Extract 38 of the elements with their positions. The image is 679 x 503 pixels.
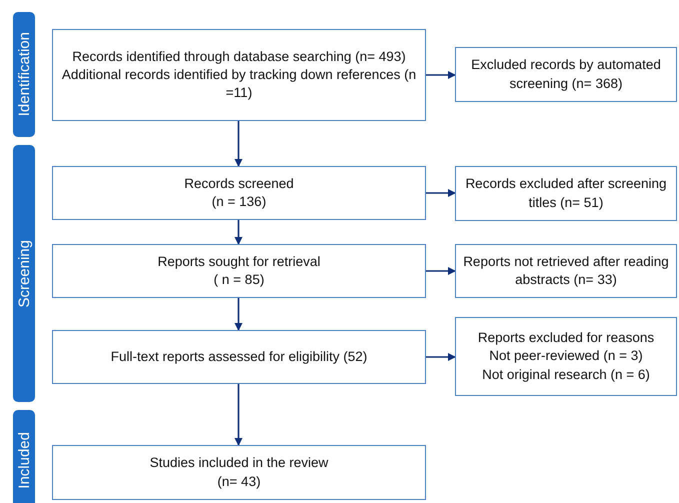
- arrow: [234, 384, 242, 446]
- process-box: [52, 330, 426, 384]
- arrow: [426, 353, 456, 361]
- process-box: [52, 244, 426, 298]
- box-text: Records screened: [184, 174, 294, 193]
- stage-label: Included: [16, 432, 32, 488]
- box-text: ( n = 85): [214, 271, 264, 289]
- box-text: Records excluded after screening titles (n= 51): [464, 175, 668, 212]
- process-box: [455, 317, 677, 396]
- process-box: [455, 244, 677, 298]
- process-box: [455, 47, 677, 102]
- box-text: Not peer-reviewed (n = 3): [489, 347, 643, 366]
- box-text: (n = 136): [212, 193, 266, 211]
- arrow: [234, 121, 242, 167]
- box-text: Additional records identified by tracking down references (n =11): [60, 66, 418, 102]
- process-box: [52, 445, 426, 500]
- arrow: [426, 189, 456, 197]
- stage-band: [13, 12, 35, 137]
- box-text: Reports not retrieved after reading abstracts (n= 33): [462, 252, 670, 289]
- stage-label: Screening: [16, 240, 32, 308]
- process-box: [52, 166, 426, 220]
- process-box: [52, 29, 426, 121]
- arrow: [234, 220, 242, 245]
- box-text: Reports sought for retrieval: [158, 252, 320, 271]
- box-text: (n= 43): [217, 472, 261, 491]
- box-text: Studies included in the review: [150, 454, 328, 472]
- arrow: [234, 298, 242, 331]
- box-text: Records identified through database searching (n= 493): [72, 48, 406, 66]
- box-text: Full-text reports assessed for eligibility (52): [110, 348, 368, 366]
- stage-label: Identification: [16, 32, 32, 117]
- stage-band: [13, 145, 35, 402]
- arrow: [426, 71, 456, 79]
- box-text: Reports excluded for reasons: [478, 329, 654, 348]
- process-box: [455, 166, 677, 221]
- box-text: Excluded records by automated screening (n= 368): [470, 56, 662, 93]
- box-text: Not original research (n = 6): [482, 366, 650, 384]
- stage-band: [13, 410, 35, 503]
- arrow: [426, 267, 456, 275]
